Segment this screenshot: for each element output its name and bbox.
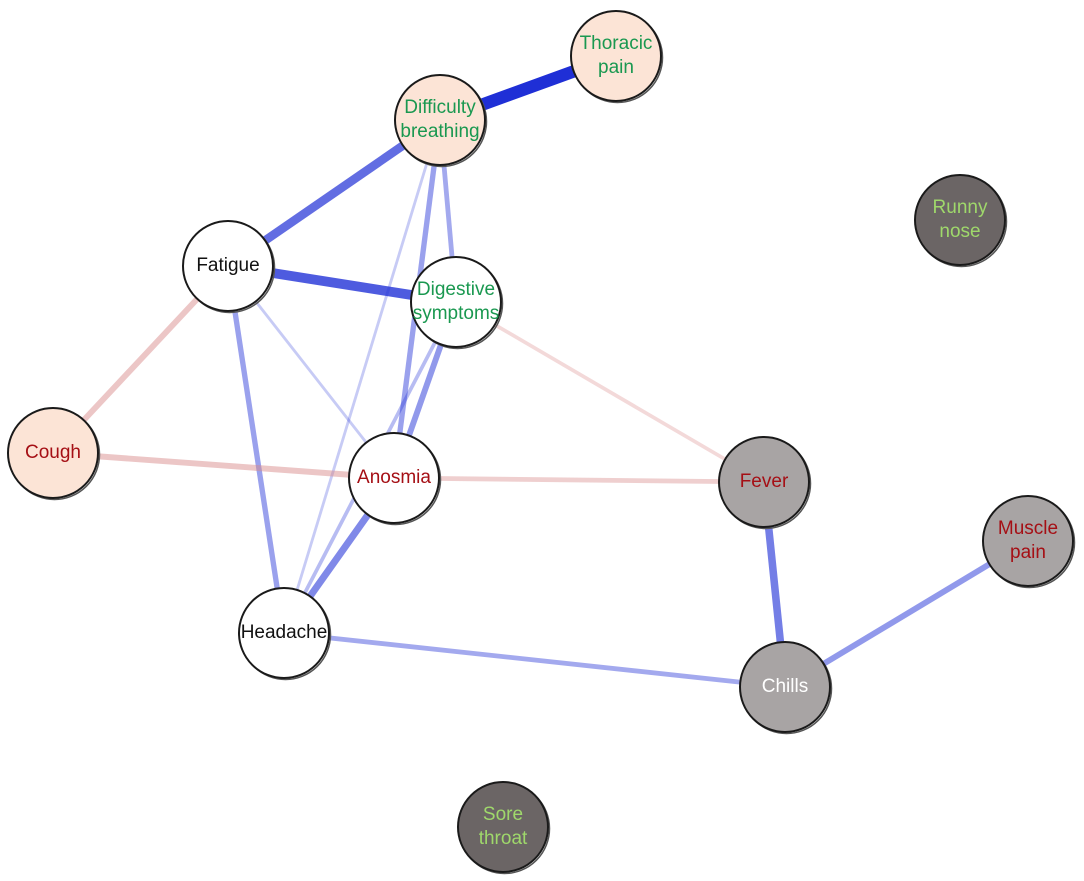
node-runny: Runny nose	[914, 174, 1008, 268]
node-label: Muscle	[998, 518, 1058, 539]
node-label: Sore	[483, 804, 523, 825]
edge-difficulty-headache	[282, 119, 442, 634]
node-muscle: Muscle pain	[982, 495, 1076, 589]
node-sore-circle	[457, 781, 549, 873]
node-label: Cough	[25, 442, 81, 463]
node-label: Anosmia	[357, 467, 431, 488]
edge-fatigue-headache	[225, 265, 287, 634]
edge-digestive-fever	[455, 300, 765, 484]
node-thoracic-circle	[570, 10, 662, 102]
node-label: Fatigue	[196, 255, 259, 276]
node-cough: Cough	[7, 407, 101, 501]
node-headache-circle	[238, 587, 330, 679]
edge-chills-muscle	[783, 538, 1030, 690]
node-digestive: Digestive symptoms	[410, 256, 504, 350]
node-chills-circle	[739, 641, 831, 733]
node-fever-circle	[718, 436, 810, 528]
node-thoracic: Thoracic pain	[570, 10, 664, 104]
node-cough-circle	[7, 407, 99, 499]
node-label: Difficulty	[404, 97, 476, 118]
node-fatigue-circle	[182, 220, 274, 312]
edge-cough-anosmia	[52, 450, 395, 481]
edge-anosmia-fever	[393, 475, 765, 485]
node-anosmia: Anosmia	[348, 432, 442, 526]
nodes-layer: ThoracicpainDifficultybreathingRunnynose…	[7, 10, 1076, 875]
node-difficulty: Difficulty breathing	[394, 74, 488, 168]
node-label: throat	[479, 828, 528, 849]
node-anosmia-circle	[348, 432, 440, 524]
node-label: Thoracic	[580, 33, 653, 54]
node-label: pain	[1010, 542, 1046, 563]
node-label: symptoms	[413, 303, 500, 324]
node-label: Headache	[241, 622, 328, 643]
node-sore: Sore throat	[457, 781, 551, 875]
node-headache: Headache	[238, 587, 332, 681]
node-chills: Chills	[739, 641, 833, 735]
node-fever: Fever	[718, 436, 812, 530]
node-label: Digestive	[417, 279, 495, 300]
node-difficulty-circle	[394, 74, 486, 166]
node-fatigue: Fatigue	[182, 220, 276, 314]
node-digestive-circle	[410, 256, 502, 348]
edge-headache-chills	[283, 630, 786, 690]
node-label: Chills	[762, 676, 808, 697]
node-label: Runny	[933, 197, 988, 218]
node-label: pain	[598, 57, 634, 78]
node-label: Fever	[740, 471, 789, 492]
node-runny-circle	[914, 174, 1006, 266]
node-label: breathing	[400, 121, 479, 142]
edges-layer	[50, 50, 1030, 690]
node-muscle-circle	[982, 495, 1074, 587]
node-label: nose	[939, 221, 980, 242]
